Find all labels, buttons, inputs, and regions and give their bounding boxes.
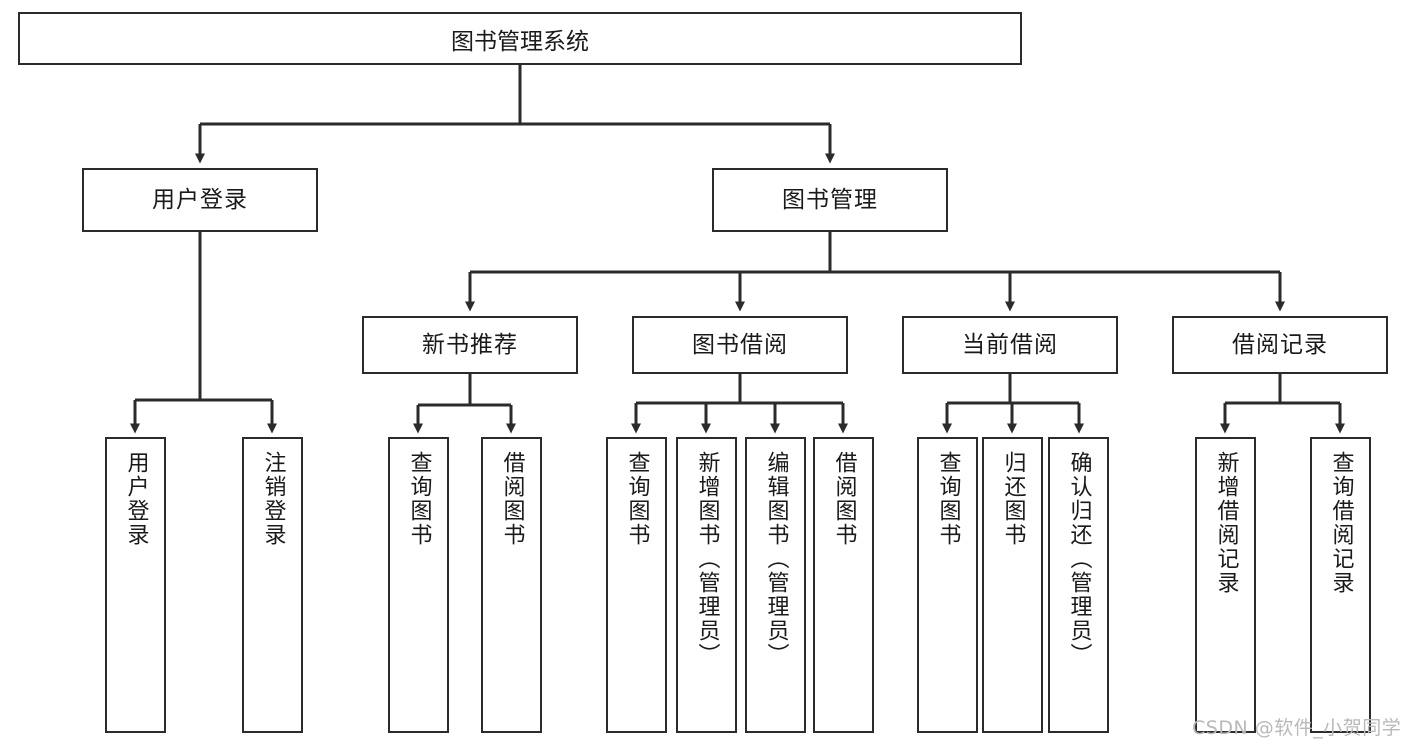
node-current-borrow[interactable]: 当前借阅	[902, 316, 1118, 374]
node-user-login-label: 用户登录	[152, 186, 248, 213]
node-leaf-user-login-label: 用户登录	[123, 451, 149, 547]
node-leaf-query-book-3-label: 查询图书	[935, 451, 961, 547]
node-current-borrow-label: 当前借阅	[962, 331, 1058, 358]
node-leaf-query-book-2-label: 查询图书	[624, 451, 650, 547]
node-new-book-recommend-label: 新书推荐	[422, 331, 518, 358]
node-leaf-return-book[interactable]: 归还图书	[982, 437, 1043, 733]
node-leaf-add-book-label: 新增图书（管理员）	[694, 451, 720, 667]
node-leaf-edit-book[interactable]: 编辑图书（管理员）	[745, 437, 806, 733]
node-new-book-recommend[interactable]: 新书推荐	[362, 316, 578, 374]
node-book-borrow[interactable]: 图书借阅	[632, 316, 848, 374]
node-leaf-query-book-1[interactable]: 查询图书	[388, 437, 449, 733]
node-leaf-borrow-book-2[interactable]: 借阅图书	[813, 437, 874, 733]
node-leaf-query-book-2[interactable]: 查询图书	[606, 437, 667, 733]
node-user-login[interactable]: 用户登录	[82, 168, 318, 232]
csdn-watermark: CSDN @软件_小贺同学	[1192, 717, 1402, 739]
node-book-management[interactable]: 图书管理	[712, 168, 948, 232]
node-leaf-query-record-label: 查询借阅记录	[1328, 451, 1354, 595]
node-leaf-add-record[interactable]: 新增借阅记录	[1195, 437, 1256, 733]
node-leaf-logout[interactable]: 注销登录	[242, 437, 303, 733]
node-leaf-borrow-book-1[interactable]: 借阅图书	[481, 437, 542, 733]
node-leaf-borrow-book-1-label: 借阅图书	[499, 451, 525, 547]
node-leaf-return-book-label: 归还图书	[1000, 451, 1026, 547]
node-root-system[interactable]: 图书管理系统	[18, 12, 1022, 65]
node-leaf-add-book[interactable]: 新增图书（管理员）	[676, 437, 737, 733]
node-book-management-label: 图书管理	[782, 186, 878, 213]
node-borrow-record-label: 借阅记录	[1232, 331, 1328, 358]
node-leaf-confirm-return[interactable]: 确认归还（管理员）	[1048, 437, 1109, 733]
node-leaf-borrow-book-2-label: 借阅图书	[831, 451, 857, 547]
node-leaf-query-record[interactable]: 查询借阅记录	[1310, 437, 1371, 733]
node-leaf-confirm-return-label: 确认归还（管理员）	[1066, 451, 1092, 667]
node-leaf-edit-book-label: 编辑图书（管理员）	[763, 451, 789, 667]
node-root-label: 图书管理系统	[451, 28, 589, 55]
node-leaf-logout-label: 注销登录	[260, 451, 286, 547]
node-leaf-user-login[interactable]: 用户登录	[105, 437, 166, 733]
node-leaf-query-book-3[interactable]: 查询图书	[917, 437, 978, 733]
node-leaf-add-record-label: 新增借阅记录	[1213, 451, 1239, 595]
node-leaf-query-book-1-label: 查询图书	[406, 451, 432, 547]
node-book-borrow-label: 图书借阅	[692, 331, 788, 358]
node-borrow-record[interactable]: 借阅记录	[1172, 316, 1388, 374]
